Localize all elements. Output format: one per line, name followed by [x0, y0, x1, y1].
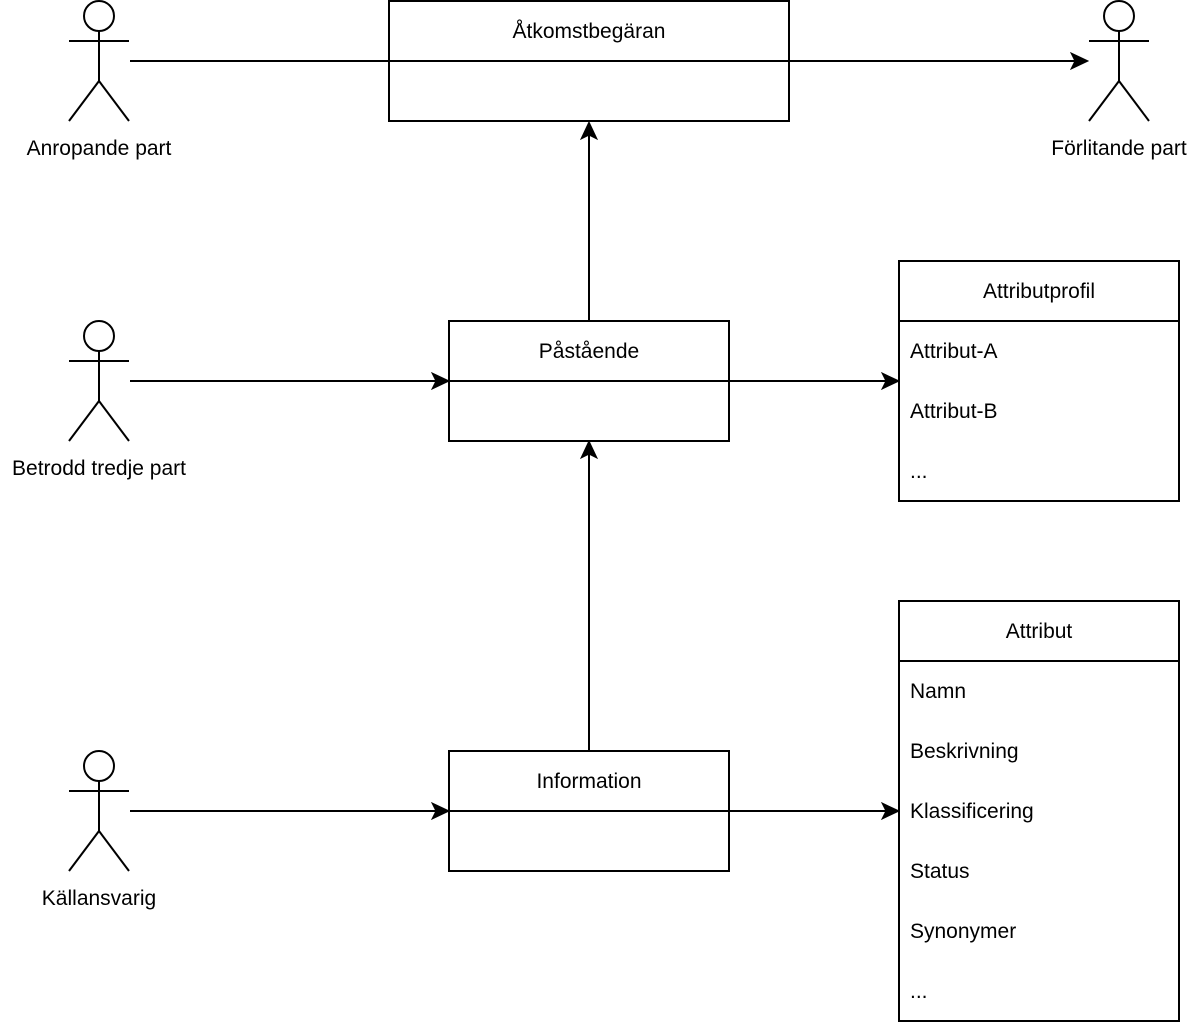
- information-label: Information: [536, 770, 641, 793]
- attribute-title: Attribut: [1006, 620, 1073, 643]
- arrowhead-access-request: [579, 120, 599, 141]
- attribute-profile-item: Attribut-B: [910, 400, 998, 423]
- attribute-profile-box[interactable]: Attributprofil Attribut-A Attribut-B ...: [898, 260, 1180, 502]
- actor-label: Anropande part: [27, 137, 172, 160]
- claim-box[interactable]: Påstående: [448, 320, 730, 442]
- attribute-box[interactable]: Attribut Namn Beskrivning Klassificering…: [898, 600, 1180, 1022]
- actor-icon: [68, 750, 130, 872]
- information-box[interactable]: Information: [448, 750, 730, 872]
- arrowhead-relying: [1069, 51, 1090, 71]
- access-request-label: Åtkomstbegäran: [513, 20, 666, 43]
- actor-relying-party[interactable]: Förlitande part: [1051, 0, 1187, 160]
- actor-label: Förlitande part: [1051, 137, 1187, 160]
- claim-label: Påstående: [539, 340, 639, 363]
- actor-icon: [68, 0, 130, 122]
- attribute-item: Synonymer: [910, 920, 1016, 943]
- arrowhead-information: [430, 801, 451, 821]
- attribute-profile-item: Attribut-A: [910, 340, 998, 363]
- arrowhead-attribute-profile: [880, 371, 901, 391]
- arrowhead-attribute: [880, 801, 901, 821]
- actor-calling-party[interactable]: Anropande part: [27, 0, 172, 160]
- arrowhead-claim: [430, 371, 451, 391]
- access-request-box[interactable]: Åtkomstbegäran: [388, 0, 790, 122]
- actor-source-owner[interactable]: Källansvarig: [42, 750, 156, 910]
- attribute-item: Klassificering: [910, 800, 1034, 823]
- attribute-item: Beskrivning: [910, 740, 1019, 763]
- attribute-item: Status: [910, 860, 970, 883]
- actor-label: Källansvarig: [42, 887, 156, 910]
- actor-icon: [68, 320, 130, 442]
- actor-icon: [1088, 0, 1150, 122]
- actor-trusted-third-party[interactable]: Betrodd tredje part: [12, 320, 186, 480]
- actor-label: Betrodd tredje part: [12, 457, 186, 480]
- attribute-item: ...: [910, 980, 928, 1003]
- attribute-item: Namn: [910, 680, 966, 703]
- attribute-profile-title: Attributprofil: [983, 280, 1095, 303]
- arrowhead-claim-from-information: [579, 439, 599, 460]
- attribute-profile-item: ...: [910, 460, 928, 483]
